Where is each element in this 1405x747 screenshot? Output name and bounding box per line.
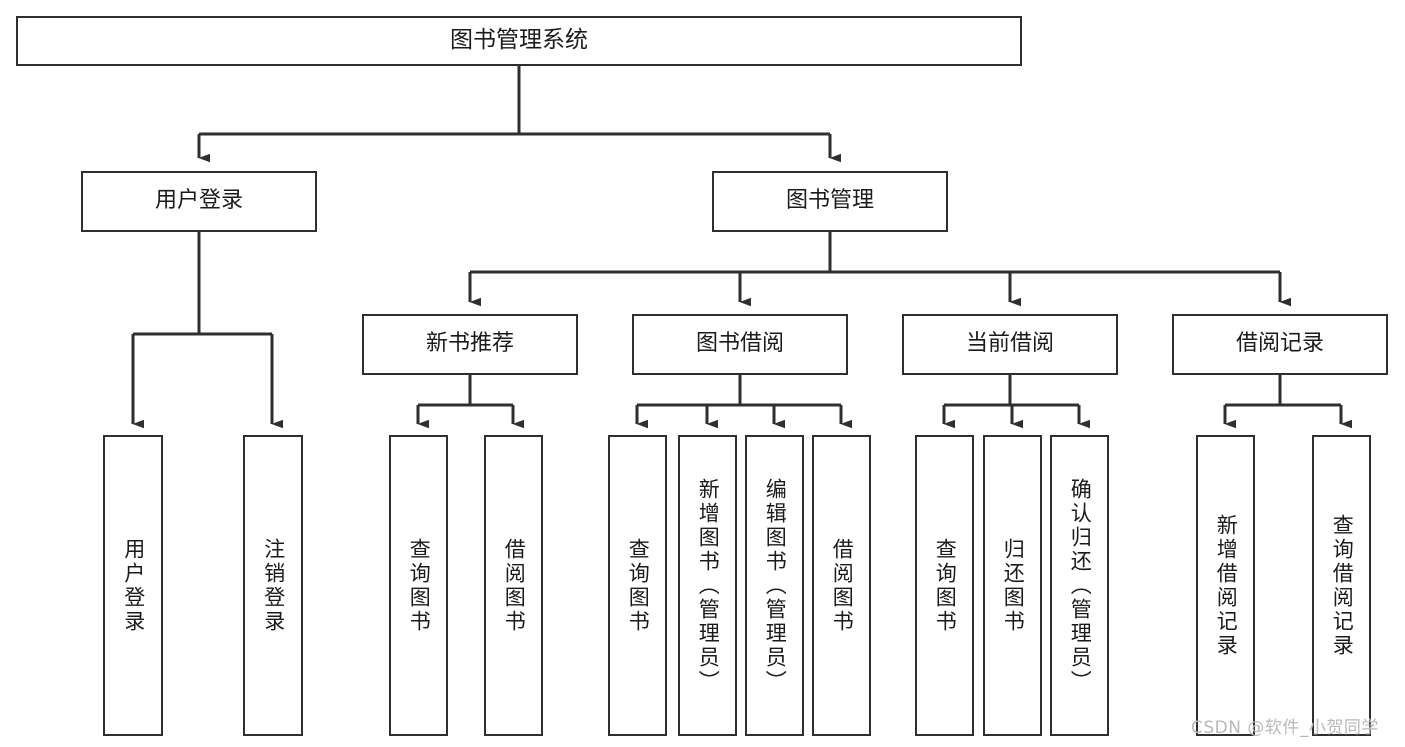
node-book-borrow-label: 图书借阅 (695, 331, 784, 357)
leaf-query-book-3-label: 查询图书 (933, 537, 958, 634)
leaf-return-book[interactable]: 归还图书 (983, 435, 1042, 736)
leaf-borrow-book-1[interactable]: 借阅图书 (484, 435, 543, 736)
leaf-confirm-return-label: 确认归还（管理员） (1068, 477, 1093, 694)
leaf-edit-book[interactable]: 编辑图书（管理员） (745, 435, 804, 736)
leaf-query-book-2[interactable]: 查询图书 (608, 435, 667, 736)
leaf-query-record[interactable]: 查询借阅记录 (1312, 435, 1371, 736)
leaf-user-login[interactable]: 用户登录 (103, 435, 163, 736)
leaf-borrow-book-2[interactable]: 借阅图书 (812, 435, 871, 736)
leaf-logout[interactable]: 注销登录 (243, 435, 303, 736)
leaf-add-book[interactable]: 新增图书（管理员） (678, 435, 737, 736)
node-current-borrow[interactable]: 当前借阅 (902, 314, 1118, 375)
leaf-logout-label: 注销登录 (261, 537, 286, 634)
leaf-add-record-label: 新增借阅记录 (1214, 513, 1239, 658)
node-root-label: 图书管理系统 (450, 27, 588, 54)
leaf-query-book-1-label: 查询图书 (407, 537, 432, 634)
leaf-query-book-2-label: 查询图书 (626, 537, 651, 634)
leaf-return-book-label: 归还图书 (1001, 537, 1026, 634)
leaf-borrow-book-1-label: 借阅图书 (502, 537, 527, 634)
node-root[interactable]: 图书管理系统 (16, 16, 1022, 66)
node-user-login-label: 用户登录 (154, 188, 243, 214)
leaf-query-book-1[interactable]: 查询图书 (389, 435, 448, 736)
node-new-book-recommend[interactable]: 新书推荐 (362, 314, 578, 375)
node-book-manage[interactable]: 图书管理 (712, 171, 948, 232)
leaf-add-record[interactable]: 新增借阅记录 (1196, 435, 1255, 736)
node-borrow-record[interactable]: 借阅记录 (1172, 314, 1388, 375)
leaf-confirm-return[interactable]: 确认归还（管理员） (1050, 435, 1109, 736)
leaf-edit-book-label: 编辑图书（管理员） (763, 477, 788, 694)
node-current-borrow-label: 当前借阅 (965, 331, 1054, 357)
node-new-book-recommend-label: 新书推荐 (425, 331, 514, 357)
node-borrow-record-label: 借阅记录 (1235, 331, 1324, 357)
leaf-query-record-label: 查询借阅记录 (1330, 513, 1355, 658)
node-user-login[interactable]: 用户登录 (81, 171, 317, 232)
node-book-manage-label: 图书管理 (785, 188, 874, 214)
node-book-borrow[interactable]: 图书借阅 (632, 314, 848, 375)
leaf-add-book-label: 新增图书（管理员） (696, 477, 721, 694)
leaf-user-login-label: 用户登录 (121, 537, 146, 634)
leaf-borrow-book-2-label: 借阅图书 (830, 537, 855, 634)
leaf-query-book-3[interactable]: 查询图书 (915, 435, 974, 736)
